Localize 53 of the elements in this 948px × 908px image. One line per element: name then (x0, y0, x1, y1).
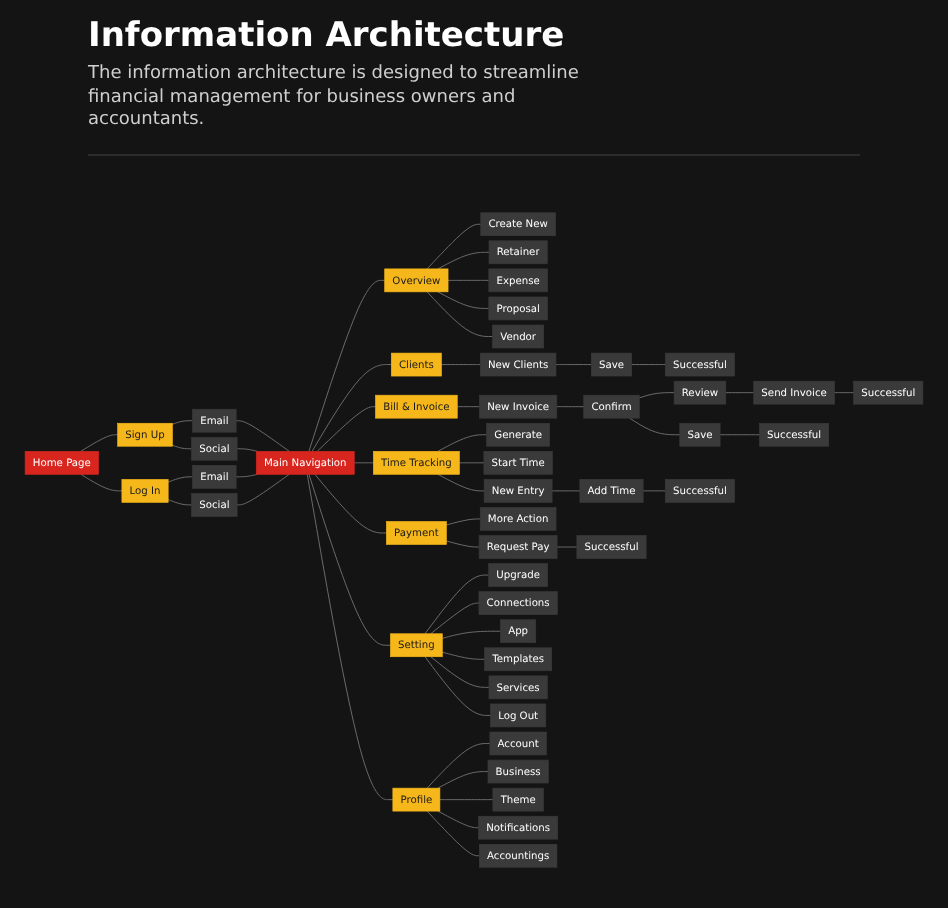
connector (555, 364, 592, 366)
connector (236, 473, 290, 506)
connector (424, 656, 491, 716)
connector (642, 490, 666, 492)
connector (426, 810, 480, 857)
connector (235, 420, 290, 452)
connector (551, 490, 581, 492)
connector (629, 417, 681, 436)
connector (556, 406, 585, 408)
connector (439, 799, 494, 801)
connector (430, 602, 480, 635)
connector (445, 540, 480, 548)
connector (725, 392, 755, 394)
connector (314, 473, 387, 534)
connector (441, 651, 485, 660)
connector (437, 291, 490, 309)
title: Information Architecture (88, 16, 567, 56)
connector (441, 630, 501, 639)
connector (447, 279, 490, 281)
connector (430, 656, 490, 688)
connector (631, 364, 666, 366)
connector (437, 771, 489, 789)
connector (445, 518, 481, 526)
connector (308, 279, 386, 452)
connector (437, 434, 488, 452)
connector (638, 392, 675, 399)
connector (426, 743, 491, 789)
connector (834, 392, 855, 394)
connector (437, 473, 485, 492)
connector (171, 444, 193, 450)
connector (556, 546, 578, 548)
connector (426, 291, 494, 337)
connector (306, 473, 394, 801)
connector (456, 406, 480, 408)
connector (316, 406, 376, 452)
connector (353, 462, 374, 464)
connector (719, 434, 760, 436)
connector (311, 364, 392, 452)
connector (235, 473, 258, 478)
connector (441, 364, 481, 366)
connector (167, 476, 193, 483)
connector (426, 223, 482, 270)
connector (171, 420, 193, 425)
connector (424, 574, 490, 635)
connector (236, 448, 258, 452)
connector (80, 473, 123, 492)
connector (437, 251, 490, 270)
description: The information architecture is designed to streamline financial management for business owners and accountants. (88, 64, 581, 135)
connector (80, 434, 119, 452)
connector (167, 499, 193, 506)
connector (458, 462, 485, 464)
connector (437, 810, 479, 829)
connector (308, 473, 391, 646)
